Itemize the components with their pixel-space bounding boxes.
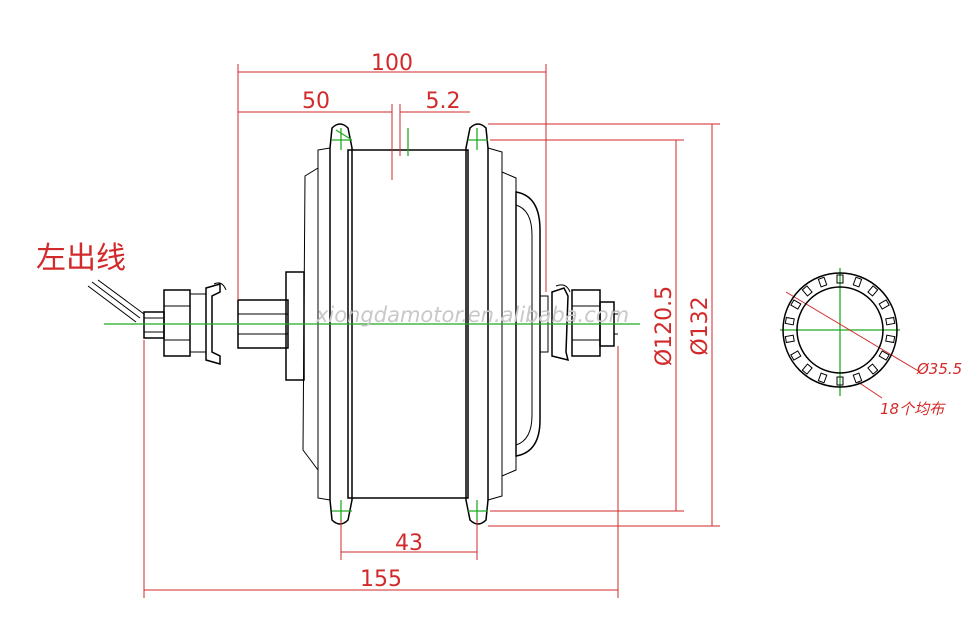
cable-wire-3 — [97, 279, 145, 315]
left-axle-end — [143, 311, 165, 339]
spline-tooth — [817, 276, 828, 288]
centerlines — [104, 128, 900, 522]
dimensions — [143, 64, 921, 598]
spline-tooth — [867, 285, 879, 297]
cable-wire-1 — [87, 285, 137, 323]
spline-tooth — [852, 372, 863, 384]
left-nut — [163, 289, 191, 357]
spline-tooth — [784, 316, 795, 326]
spline-tooth — [885, 316, 896, 326]
watermark: xiongdamotor.en.alibaba.com — [315, 303, 629, 327]
dim-flange-spacing-label: 43 — [395, 531, 423, 556]
dim-axle-length-label: 155 — [360, 567, 402, 592]
dim-inner-diameter-label: Ø120.5 — [652, 286, 677, 366]
spline-inner-circle — [796, 286, 884, 374]
spline-tooth — [878, 350, 890, 361]
dim-outer-diameter-label: Ø132 — [688, 296, 713, 355]
dim-half-width-label: 50 — [302, 89, 330, 114]
dim-bore-label: Ø35.5 — [916, 360, 962, 378]
spline-tooth — [817, 372, 828, 384]
spline-note-label: 18个均布 — [880, 400, 946, 418]
right-washer — [551, 287, 570, 362]
spline-tooth — [801, 285, 813, 297]
left-flange — [329, 123, 353, 525]
spline-tooth — [801, 363, 813, 375]
spline-tooth — [836, 274, 844, 284]
cable-wire-2 — [91, 281, 141, 319]
right-flange — [465, 123, 489, 525]
spline-tooth — [790, 299, 802, 310]
spline-tooth — [867, 363, 879, 375]
dim-overall-width-label: 100 — [371, 51, 413, 76]
spline-outer-circle — [782, 272, 898, 388]
left-boss — [285, 271, 305, 381]
side-label: 左出线 — [36, 241, 126, 276]
dim-offset-label: 5.2 — [426, 89, 461, 114]
spline-section — [782, 272, 898, 388]
left-washer — [205, 283, 221, 365]
spline-tooth — [836, 376, 844, 386]
spline-tooth — [885, 334, 896, 344]
spline-tooth — [784, 334, 795, 344]
spline-tooth — [878, 299, 890, 310]
right-end-cap — [515, 191, 541, 457]
spline-tooth — [790, 350, 802, 361]
spline-tooth — [852, 276, 863, 288]
